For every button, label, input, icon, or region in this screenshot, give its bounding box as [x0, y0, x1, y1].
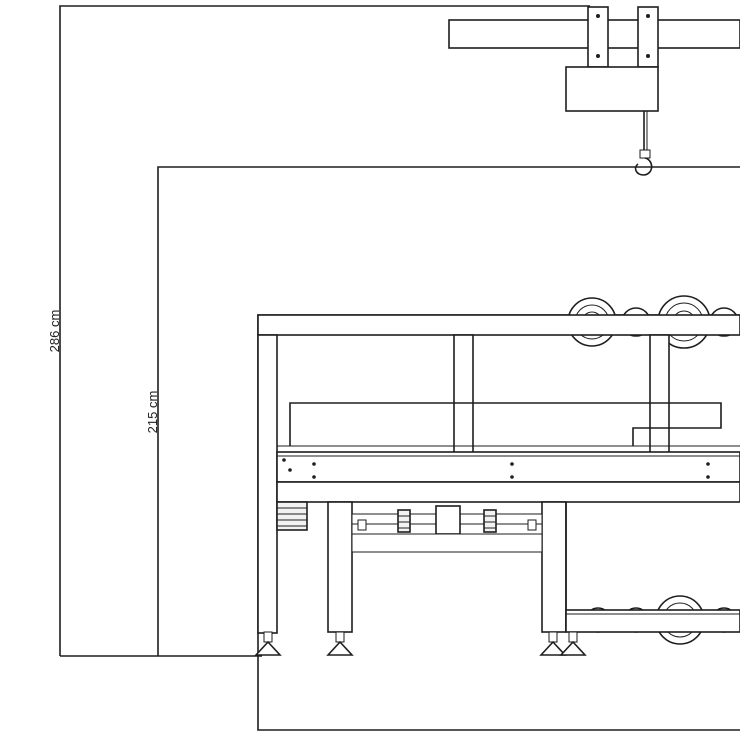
trolley-bracket-left — [587, 6, 609, 68]
drive-assembly — [351, 505, 543, 553]
trolley-bracket-right — [637, 6, 659, 68]
leg-center-right — [541, 501, 567, 633]
table-beam — [276, 481, 740, 503]
frame-post-left — [257, 334, 278, 634]
leveling-foot-3 — [539, 631, 567, 656]
outer-height-label: 286 cm — [47, 310, 62, 353]
leveling-foot-1 — [254, 631, 282, 656]
top-rail — [257, 314, 740, 336]
leveling-foot-2 — [326, 631, 354, 656]
hoist-body — [565, 66, 659, 112]
conveyor-beam — [276, 445, 740, 483]
motor — [276, 501, 308, 531]
dimension-frame-inner — [157, 166, 740, 656]
inner-panel — [289, 402, 722, 446]
bottom-rail — [565, 609, 740, 633]
leg-center-left — [327, 501, 353, 633]
leveling-foot-4 — [559, 631, 587, 656]
hoist-hook — [634, 149, 653, 176]
inner-height-label: 215 cm — [145, 391, 160, 434]
hoist-cable — [643, 111, 648, 150]
dimension-frame-outer — [59, 5, 590, 657]
